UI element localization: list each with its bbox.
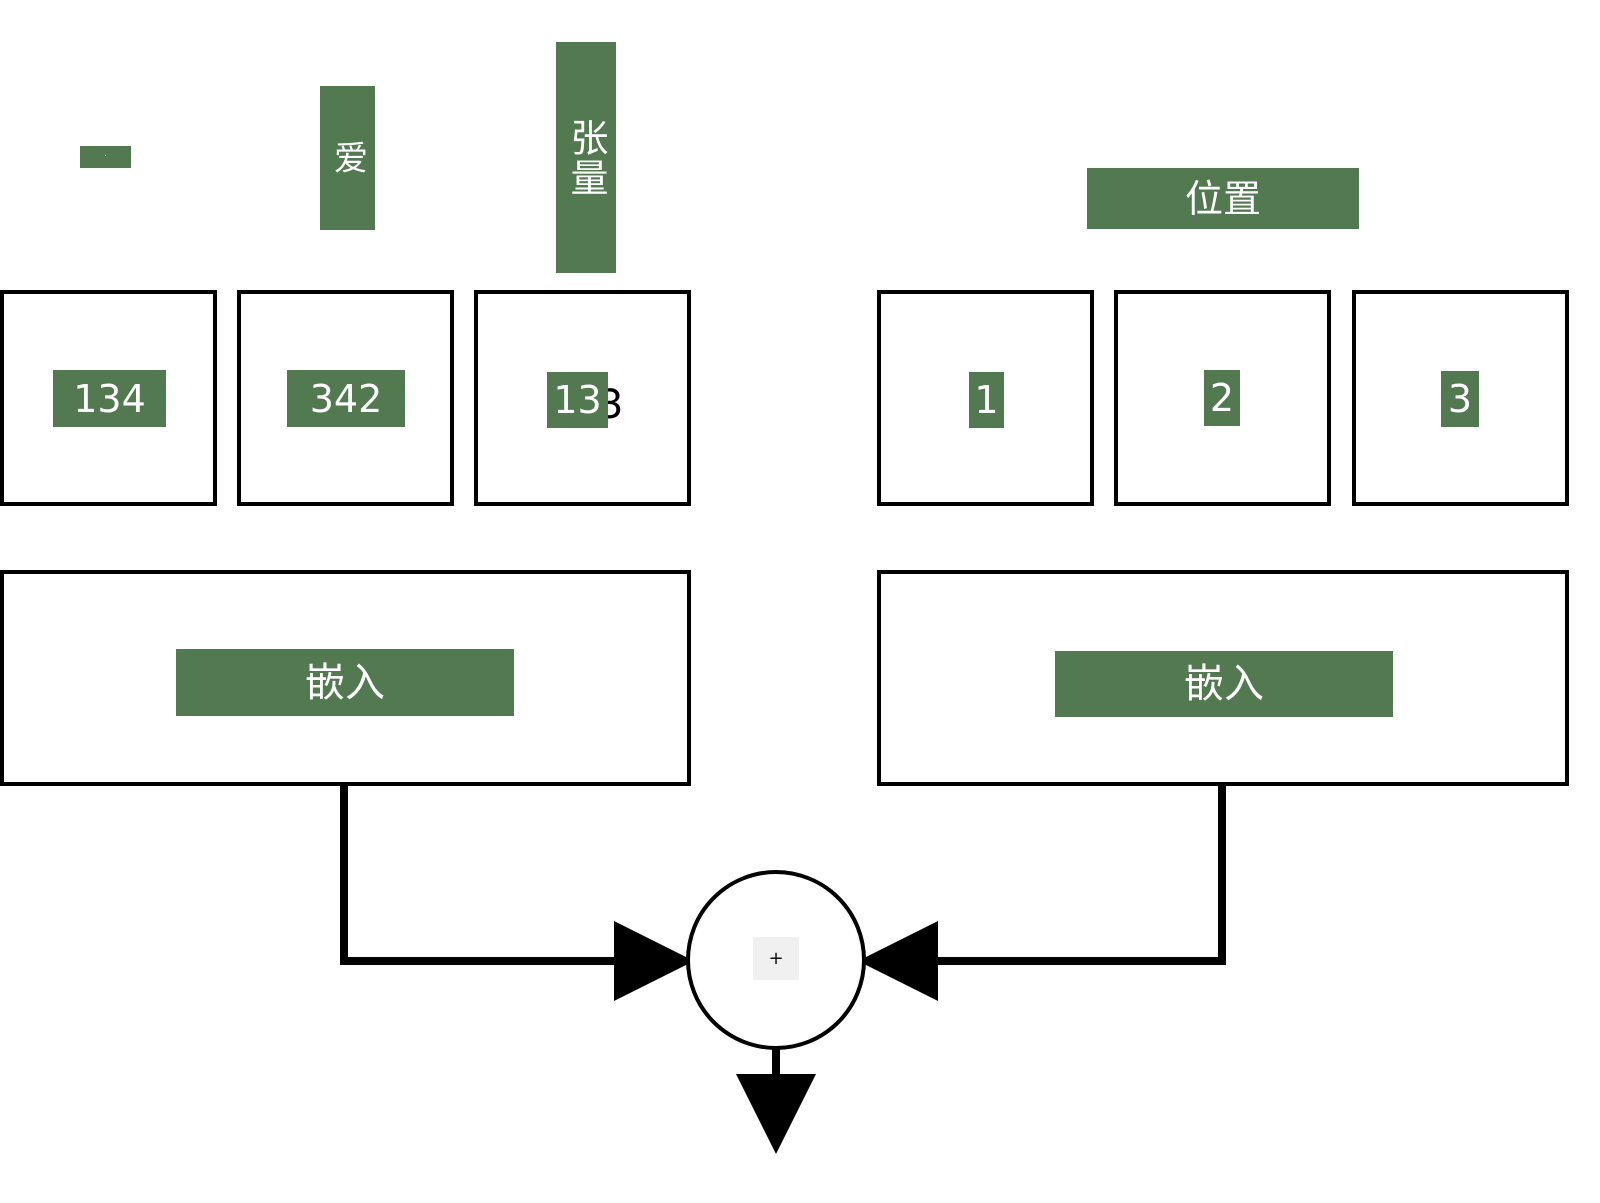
- position-id-1: 1: [974, 378, 999, 422]
- token-id-2: 342: [309, 376, 383, 421]
- token-word-1: ·: [103, 151, 108, 162]
- position-embedding-connector: [858, 786, 1226, 1001]
- token-box-1: [0, 290, 217, 506]
- position-embedding-title: 嵌入: [1184, 661, 1264, 707]
- token-embedding-connector: [340, 786, 694, 1001]
- token-id-1: 134: [73, 376, 146, 421]
- token-word-2: 爱: [327, 140, 368, 176]
- token-word-label-3: 张量: [556, 42, 616, 273]
- token-id-label-3: 13: [547, 372, 608, 428]
- token-embedding-label: 嵌入: [176, 649, 514, 716]
- position-id-label-2: 2: [1204, 370, 1240, 426]
- position-embedding-box: [877, 570, 1569, 786]
- token-embedding-title: 嵌入: [305, 659, 385, 706]
- token-word-3: 张量: [564, 117, 608, 198]
- position-embedding-label: 嵌入: [1055, 651, 1393, 717]
- token-id-label-1: 134: [53, 370, 166, 427]
- token-embedding-box: [0, 570, 691, 786]
- sum-operator: +: [753, 937, 799, 980]
- token-word-label-1: ·: [80, 146, 131, 168]
- token-box-3: [474, 290, 691, 506]
- position-id-2: 2: [1209, 376, 1235, 420]
- position-id-label-3: 3: [1441, 371, 1479, 427]
- plus-icon: +: [768, 948, 784, 969]
- token-word-label-2: 爱: [320, 86, 375, 230]
- position-box-1: [877, 290, 1094, 506]
- position-title: 位置: [1184, 176, 1261, 221]
- position-title-label: 位置: [1087, 168, 1359, 229]
- position-box-3: [1352, 290, 1569, 506]
- token-id-label-2: 342: [287, 370, 405, 427]
- position-id-label-1: 1: [969, 372, 1004, 428]
- token-box-2: [237, 290, 454, 506]
- position-box-2: [1114, 290, 1331, 506]
- position-id-3: 3: [1447, 377, 1473, 421]
- token-id-3: 13: [553, 378, 602, 422]
